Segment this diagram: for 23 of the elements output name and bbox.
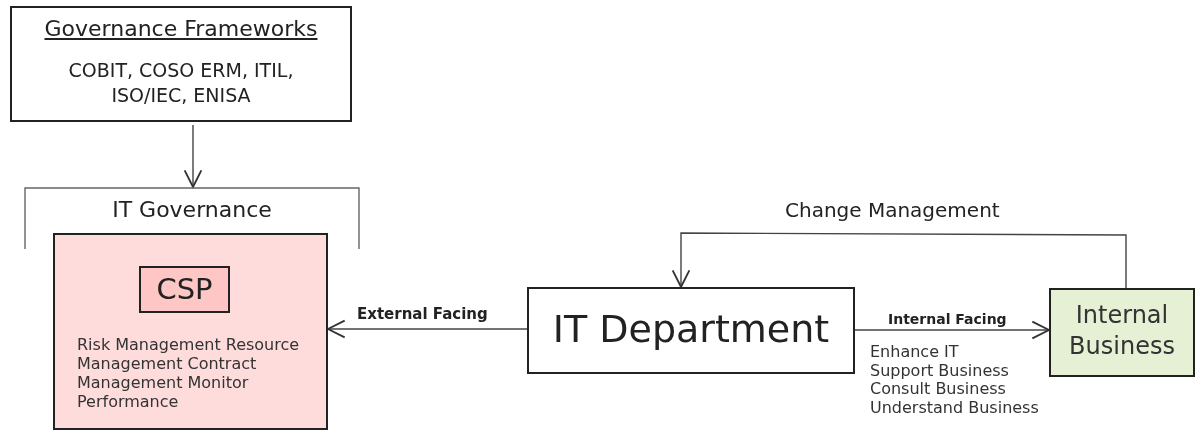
box-label: Internal Business <box>1068 300 1176 362</box>
arrow <box>183 124 203 188</box>
arrow <box>327 319 528 339</box>
provider-box <box>53 233 328 430</box>
note-text: Understand Business <box>870 398 1039 417</box>
business-box <box>1049 288 1195 377</box>
note-text: Enhance IT <box>870 343 959 361</box>
edge-label: Internal Facing <box>886 311 1009 327</box>
box-label: CSP <box>155 272 214 306</box>
department-box <box>527 287 855 374</box>
task-list: Risk Management Resource Management Contract Management Monitor Performance <box>77 335 317 411</box>
box-label: IT Department <box>551 307 831 351</box>
csp-box <box>139 266 230 313</box>
note-text: Consult Business <box>870 380 1006 398</box>
arrow <box>671 232 1127 289</box>
heading: IT Governance <box>111 197 273 222</box>
framework-list: COBIT, COSO ERM, ITIL, ISO/IEC, ENISA <box>12 58 350 108</box>
heading: Governance Frameworks <box>43 16 319 41</box>
arrow <box>854 320 1050 340</box>
note-text: Support Business <box>870 361 1009 380</box>
bracket <box>24 187 360 249</box>
edge-label: External Facing <box>355 305 490 323</box>
framework-box <box>10 6 352 122</box>
